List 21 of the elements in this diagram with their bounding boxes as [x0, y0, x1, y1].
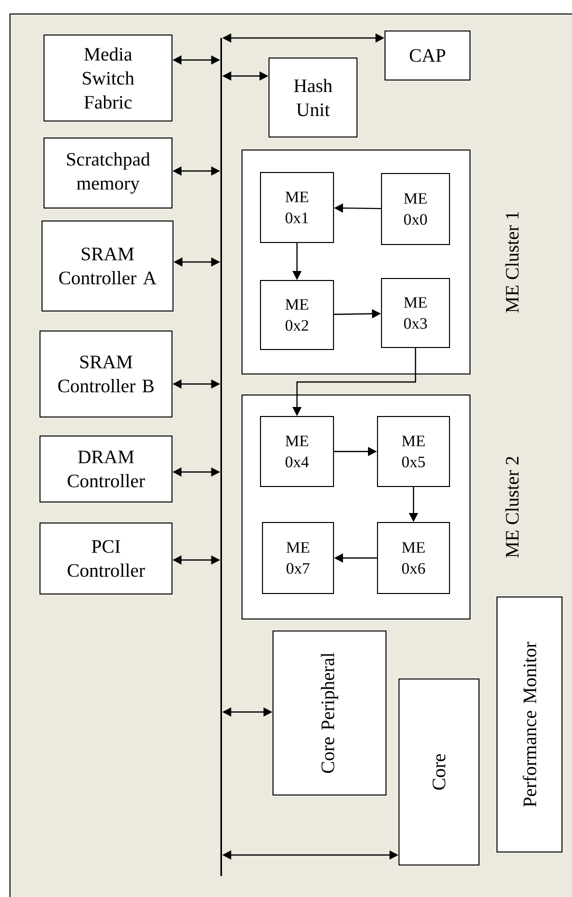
- microengine-box: ME 0x0: [381, 173, 450, 245]
- cluster-label: ME Cluster 1: [505, 212, 519, 313]
- microengine-box: ME 0x2: [260, 280, 334, 350]
- microengine-box: ME 0x3: [381, 278, 450, 348]
- component-box: SRAM Controller B: [40, 330, 172, 418]
- component-box: Media Switch Fabric: [44, 34, 172, 122]
- component-box: DRAM Controller: [40, 436, 172, 502]
- component-box: Core Peripheral: [272, 630, 386, 796]
- microengine-box: ME 0x7: [262, 522, 334, 594]
- component-box: Core: [398, 678, 480, 866]
- component-box: Hash Unit: [268, 58, 358, 138]
- microengine-box: ME 0x5: [377, 416, 450, 487]
- component-box: CAP: [384, 30, 470, 80]
- cluster-label: ME Cluster 2: [505, 456, 519, 558]
- microengine-box: ME 0x6: [377, 522, 450, 594]
- microengine-box: ME 0x1: [260, 172, 334, 243]
- microengine-box: ME 0x4: [260, 416, 334, 487]
- component-box: Scratchpad memory: [44, 138, 172, 208]
- component-box: SRAM Controller A: [42, 220, 174, 312]
- component-box: PCI Controller: [40, 522, 172, 594]
- component-box: Performance Monitor: [496, 596, 562, 852]
